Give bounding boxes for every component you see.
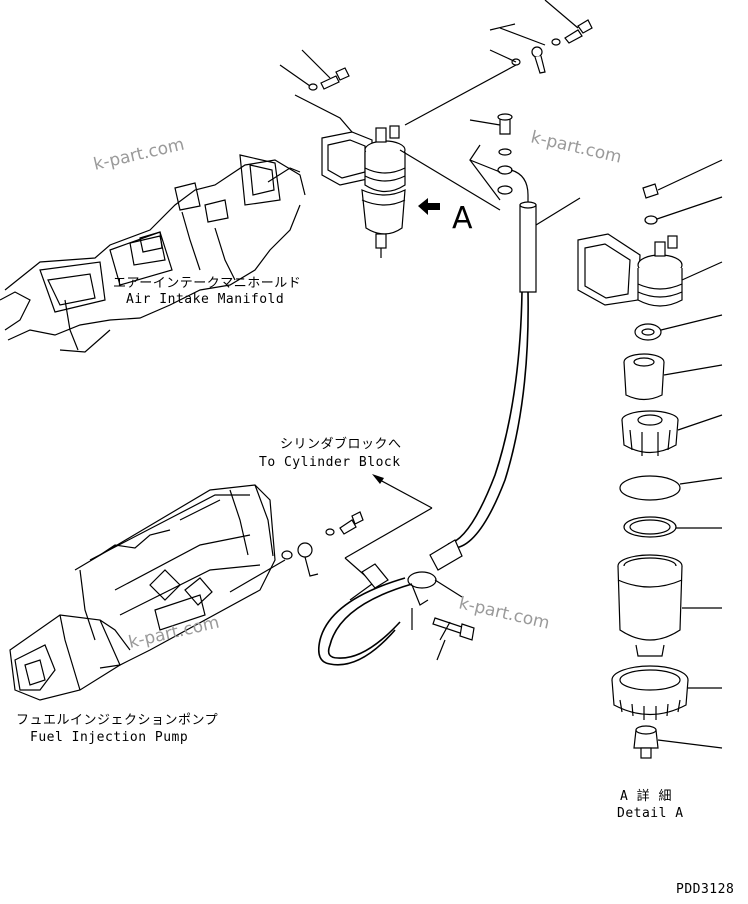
air-intake-manifold [0, 154, 306, 353]
fuel-hose [317, 197, 581, 666]
cylinder-block-label-en: To Cylinder Block [259, 455, 401, 470]
drawing-code: PDD3128 [676, 882, 734, 897]
detail-cap [621, 410, 723, 456]
watermark: k-part.com [127, 613, 222, 653]
detail-o-ring-large [619, 475, 681, 501]
cylinder-block-label-jp: シリンダブロックへ [280, 436, 402, 452]
banjo-fitting-right [399, 113, 529, 211]
fuel-injection-pump [9, 484, 276, 701]
clamp-bolt [432, 617, 475, 661]
air-intake-label-jp: エアーインテークマニホールド [113, 276, 301, 291]
watermark: k-part.com [92, 135, 187, 175]
detail-element [623, 353, 723, 401]
banjo-fitting-pump [229, 511, 364, 593]
detail-gasket [623, 516, 722, 538]
detail-seal [634, 323, 662, 341]
fuel-filter-assembly [321, 125, 406, 258]
fuel-pump-label-en: Fuel Injection Pump [30, 730, 188, 745]
detail-bowl [617, 554, 722, 657]
detail-filter-head [577, 233, 641, 306]
detail-washer [644, 215, 658, 225]
mount-bolt-1 [279, 49, 353, 133]
cylinder-block-pointer [344, 474, 433, 581]
fuel-pump-label-jp: フュエルインジェクションポンプ [16, 713, 218, 728]
air-intake-label-en: Air Intake Manifold [126, 292, 284, 307]
detail-a-exploded [577, 159, 723, 759]
detail-retaining-ring [611, 665, 722, 720]
detail-bolt [642, 183, 659, 199]
watermark: k-part.com [529, 127, 624, 167]
plug-fitting [349, 563, 389, 601]
eye-joint-bolt-top [404, 0, 593, 126]
detail-label-jp: A 詳 細 [620, 788, 672, 804]
detail-drain-plug [633, 725, 723, 759]
detail-marker: A [452, 201, 473, 236]
detail-label-en: Detail A [617, 806, 684, 821]
detail-arrow [418, 198, 440, 215]
